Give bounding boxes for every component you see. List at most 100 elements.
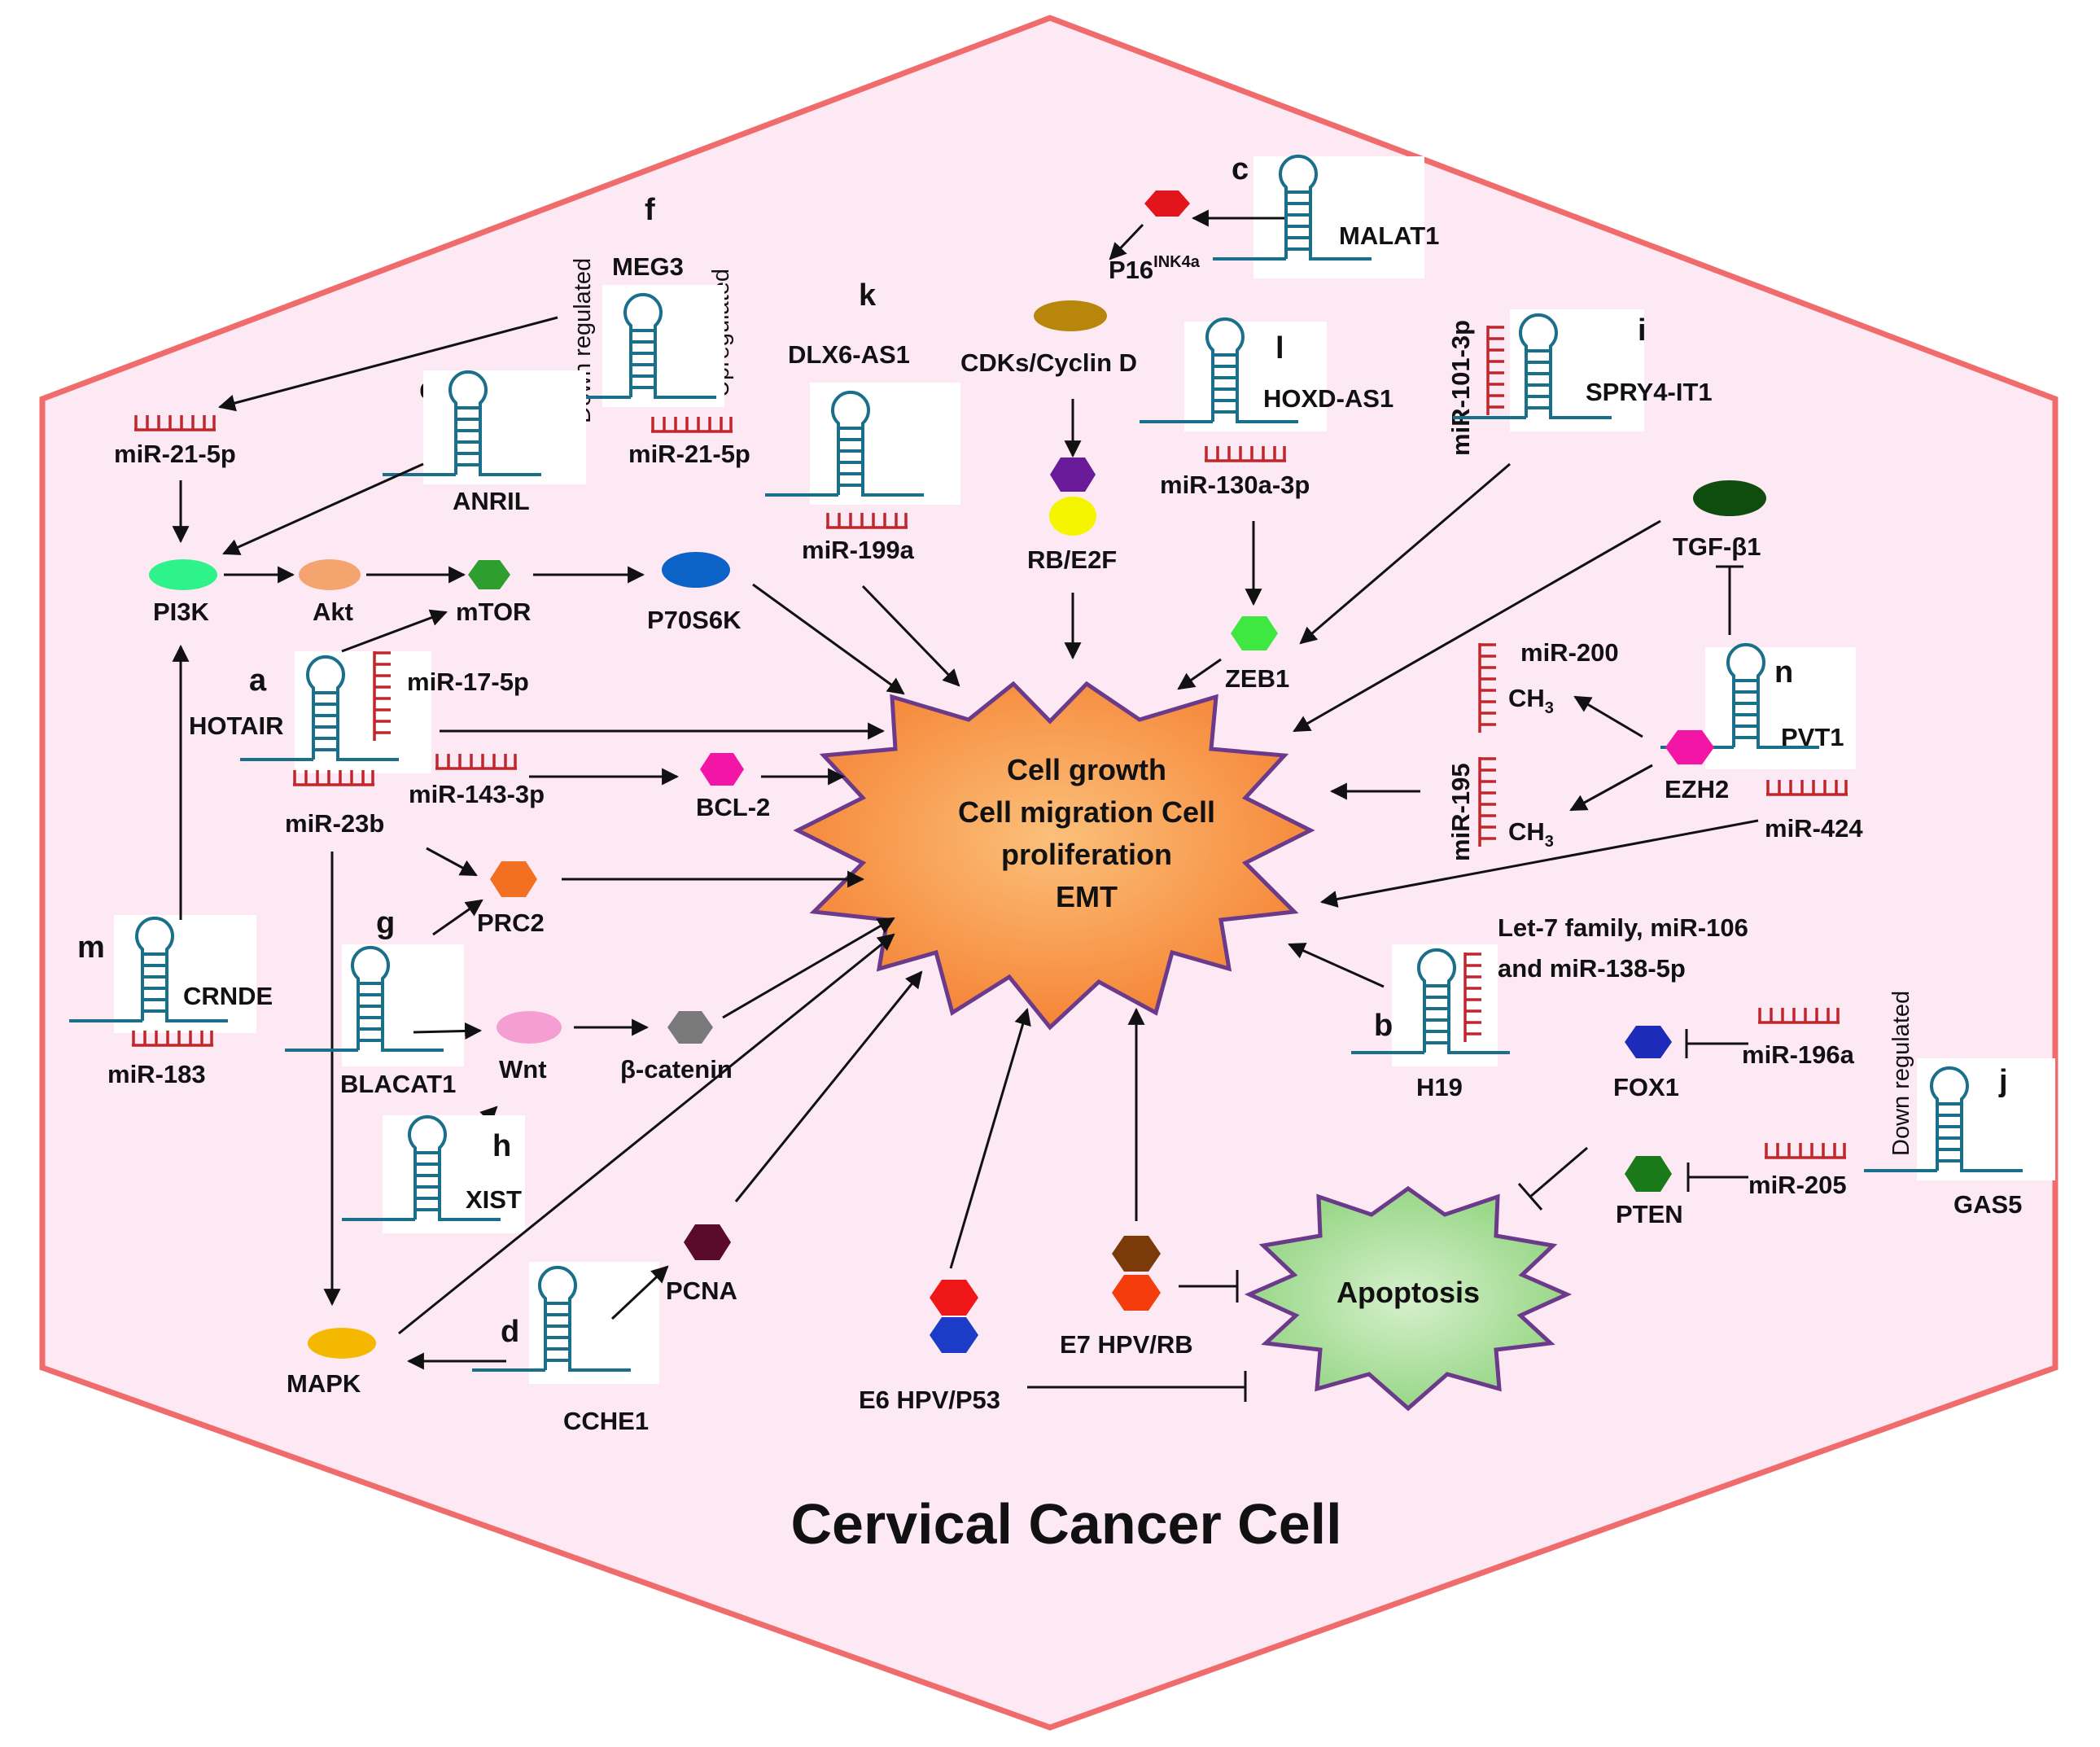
letter-c: c [1232, 152, 1249, 186]
mtor-label: mTOR [456, 598, 531, 626]
zeb1-hexagon-icon [1231, 616, 1278, 650]
mir199a-to-center-arrow [861, 585, 960, 687]
let7-line-2: and miR-138-5p [1498, 954, 1686, 983]
tgfb1-to-center-arrow [1293, 519, 1661, 733]
mapk-ellipse-icon [308, 1328, 376, 1359]
p16-hexagon-icon [1144, 190, 1190, 217]
zeb1-label: ZEB1 [1225, 664, 1289, 693]
pi3k-label: PI3K [153, 598, 210, 626]
center-line-2: Cell migration Cell [958, 795, 1215, 829]
p16-to-cdks-arrow [1109, 223, 1144, 261]
p16-label: P16INK4a [1109, 253, 1201, 284]
mir23b-label: miR-23b [285, 809, 384, 838]
xist-label: XIST [466, 1185, 522, 1214]
hotair-to-mtor-arrow [341, 609, 448, 653]
down-regulated-j-label: Down regulated [1888, 991, 1914, 1156]
ezh2-label: EZH2 [1665, 775, 1729, 803]
letter-l: l [1275, 331, 1284, 366]
hoxd-label: HOXD-AS1 [1263, 384, 1393, 413]
meg3-bg [602, 285, 724, 407]
mir200-label: miR-200 [1520, 638, 1619, 667]
letter-i: i [1638, 313, 1647, 348]
crnde-label: CRNDE [183, 982, 273, 1010]
mir196a-label: miR-196a [1742, 1040, 1855, 1069]
let7-line-1: Let-7 family, miR-106 [1498, 913, 1748, 942]
cche1-bg [529, 1262, 659, 1384]
center-line-1: Cell growth [1007, 753, 1166, 786]
rb2-hexagon-icon [1112, 1275, 1161, 1311]
dlx6-bg [810, 383, 960, 505]
mir130a-label: miR-130a-3p [1160, 471, 1310, 499]
center-line-3: proliferation [1001, 838, 1172, 871]
center-line-4: EMT [1056, 880, 1118, 913]
p70s6k-label: P70S6K [647, 606, 742, 634]
apoptosis-label: Apoptosis [1337, 1276, 1480, 1309]
h19-bg [1392, 944, 1498, 1066]
h19-label: H19 [1416, 1073, 1463, 1101]
zeb1-to-center-arrow [1177, 658, 1222, 690]
cdks-ellipse-icon [1034, 300, 1107, 331]
pi3k-ellipse-icon [149, 559, 217, 590]
xist-bg [383, 1115, 525, 1233]
pcna-hexagon-icon [684, 1224, 731, 1260]
h19-to-center-arrow [1288, 943, 1385, 988]
hotair-label: HOTAIR [189, 711, 284, 740]
p70s6k-to-center-arrow [752, 583, 905, 695]
pcna-label: PCNA [666, 1276, 737, 1305]
cell-growth-star [793, 681, 1315, 1031]
p53-hexagon-icon [930, 1317, 978, 1353]
fox1-label: FOX1 [1613, 1073, 1679, 1101]
mapk-label: MAPK [287, 1369, 361, 1398]
letter-n: n [1774, 655, 1793, 690]
mapk-to-center-arrow [398, 933, 895, 1335]
hotair-bg [295, 651, 431, 773]
ch3-top-label: CH3 [1508, 684, 1554, 717]
mir17-label: miR-17-5p [407, 668, 529, 696]
mir195-label: miR-195 [1446, 763, 1475, 861]
akt-label: Akt [313, 598, 353, 626]
anril-label: ANRIL [453, 487, 530, 515]
pten-inhibits-apoptosis-bar [1517, 1183, 1543, 1211]
e6-to-center-arrow [949, 1007, 1031, 1269]
blacat1-label: BLACAT1 [340, 1070, 456, 1098]
cdks-label: CDKs/Cyclin D [960, 348, 1137, 377]
e7-hexagon-icon [1112, 1236, 1161, 1272]
meg3-to-mir21-arrow [217, 316, 558, 412]
ezh2-to-mir195-arrow [1569, 764, 1653, 812]
prc2-label: PRC2 [477, 909, 545, 937]
letter-h: h [492, 1129, 511, 1163]
e7-label: E7 HPV/RB [1060, 1330, 1193, 1359]
wnt-label: Wnt [499, 1055, 547, 1084]
letter-k: k [859, 278, 877, 313]
bcatenin-to-center-arrow [722, 917, 895, 1019]
pcna-to-center-arrow [734, 970, 923, 1202]
malat1-label: MALAT1 [1339, 221, 1439, 250]
anril-bg [423, 370, 586, 484]
cche1-label: CCHE1 [563, 1407, 649, 1435]
mir23b-to-prc2-arrow [426, 847, 478, 877]
spry4-bg [1510, 309, 1644, 431]
blacat1-to-prc2-arrow [432, 899, 483, 936]
letter-f: f [645, 193, 655, 227]
pten-label: PTEN [1616, 1200, 1683, 1228]
rb-e2f-label: RB/E2F [1027, 545, 1117, 574]
spry4-to-zeb1-arrow [1299, 462, 1511, 645]
anril-to-pi3k-arrow [222, 462, 424, 555]
letter-d: d [501, 1315, 519, 1349]
mir199a-label: miR-199a [802, 536, 915, 564]
meg3-label: MEG3 [612, 252, 684, 281]
prc2-hexagon-icon [490, 861, 537, 897]
mir424-label: miR-424 [1765, 814, 1863, 843]
p70s6k-ellipse-icon [662, 552, 730, 588]
akt-ellipse-icon [299, 559, 361, 590]
e6-label: E6 HPV/P53 [859, 1386, 1000, 1414]
mir143-label: miR-143-3p [409, 780, 545, 808]
e6-hexagon-icon [930, 1280, 978, 1316]
gas5-label: GAS5 [1953, 1190, 2022, 1219]
spry4-label: SPRY4-IT1 [1586, 378, 1713, 406]
tgfb1-label: TGF-β1 [1673, 532, 1761, 561]
pten-hexagon-icon [1625, 1156, 1672, 1192]
ezh2-to-mir200-arrow [1573, 695, 1643, 738]
apoptosis-star [1244, 1185, 1573, 1412]
